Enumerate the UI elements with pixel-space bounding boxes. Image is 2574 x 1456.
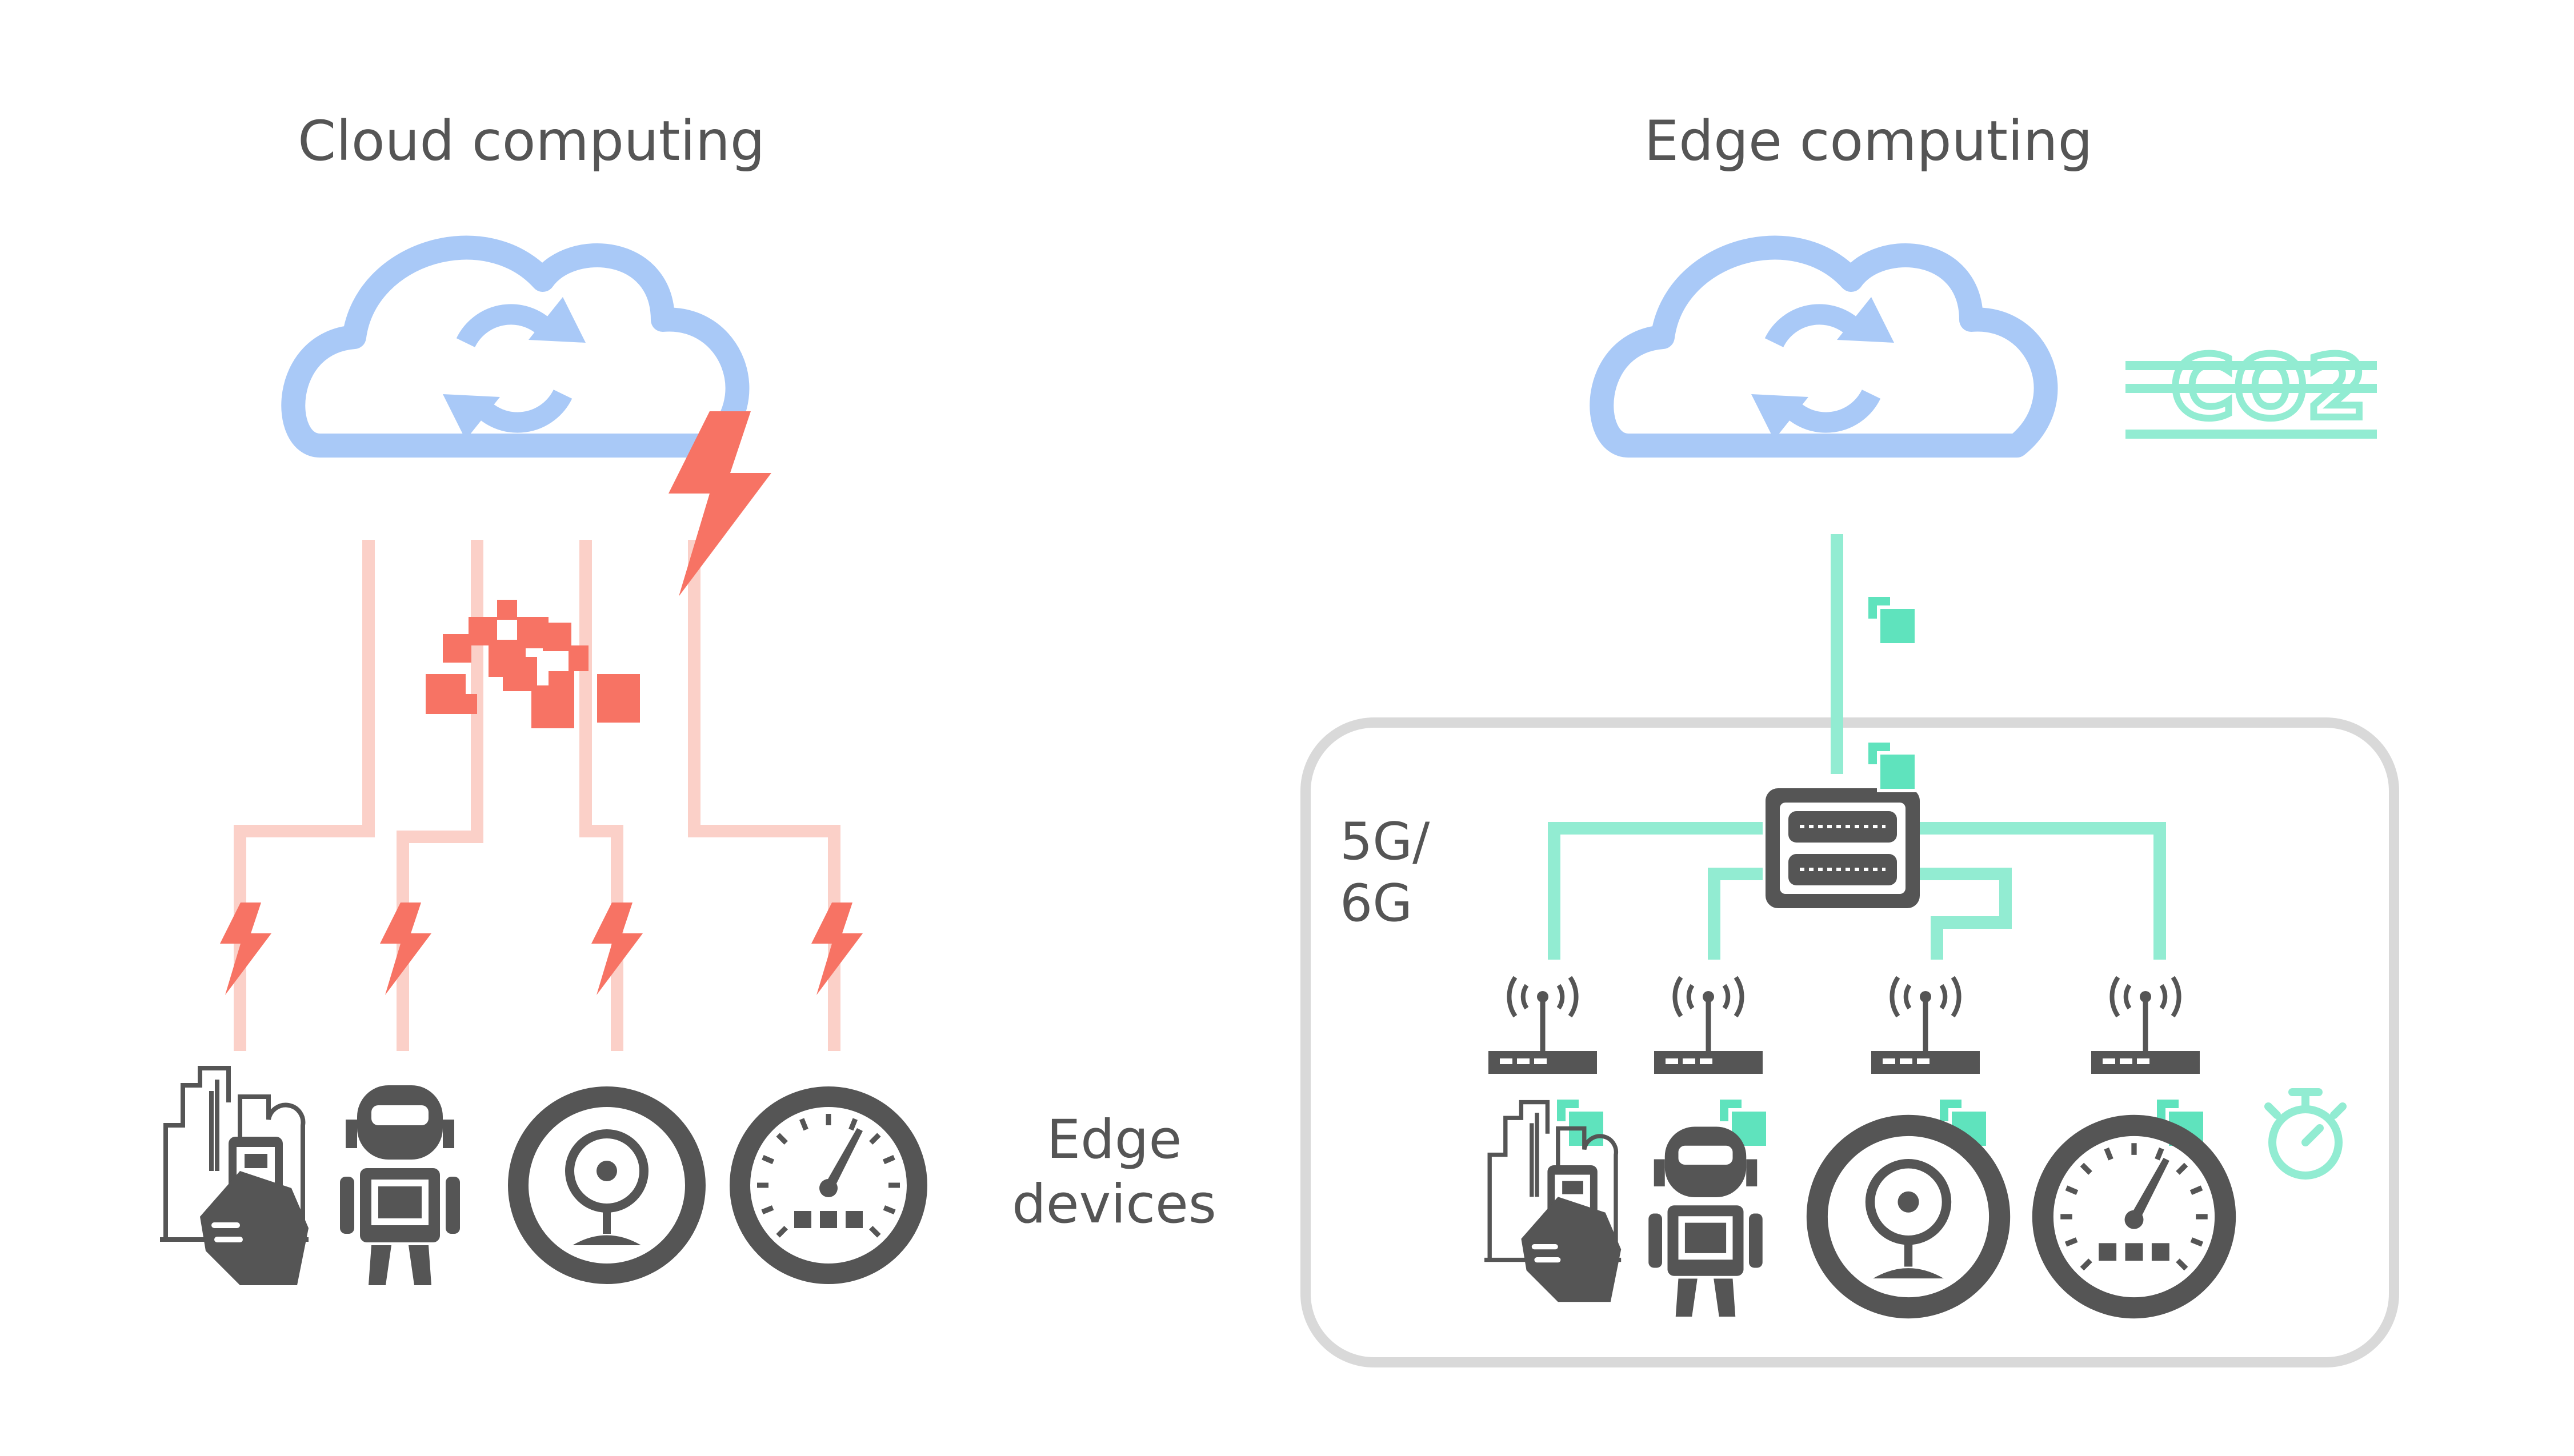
network-5g-6g-label: 5G/ 6G xyxy=(1340,811,1430,934)
gauge-icon xyxy=(740,1097,917,1274)
edge-network-frame xyxy=(1300,717,2399,1367)
edge-devices-label-line1: Edge xyxy=(1046,1109,1182,1171)
robot-icon xyxy=(340,1085,460,1285)
cloud-computing-title: Cloud computing xyxy=(298,109,765,173)
wireless-antenna-icon xyxy=(1871,977,1980,1074)
data-packet xyxy=(1868,743,1916,791)
network-label-line1: 5G/ xyxy=(1340,812,1430,872)
co2-emissions-icon: CO2 xyxy=(2125,335,2377,441)
link-to-tower-2 xyxy=(1708,868,1763,960)
wireless-antenna-icon xyxy=(2091,977,2200,1074)
cloud-sync-icon xyxy=(1602,248,2045,446)
link-lightning-icons xyxy=(220,903,863,995)
co2-label: CO2 xyxy=(2171,338,2367,438)
wireless-antenna-icon xyxy=(1654,977,1763,1074)
stopwatch-icon xyxy=(2264,1088,2347,1180)
edge-computing-title: Edge computing xyxy=(1644,109,2093,173)
camera-icon xyxy=(1817,1125,1999,1307)
smart-city-phone-icon xyxy=(160,1068,309,1285)
edge-devices-label-line2: devices xyxy=(1012,1173,1216,1236)
cloud-computing-panel xyxy=(160,248,917,1285)
camera-icon xyxy=(518,1097,695,1274)
robot-icon xyxy=(1648,1126,1763,1317)
link-to-tower-1 xyxy=(1548,822,1763,960)
edge-computing-panel: CO2 xyxy=(1300,248,2399,1367)
link-to-tower-4 xyxy=(1920,822,2166,960)
gauge-icon xyxy=(2043,1125,2225,1307)
wireless-antenna-icon xyxy=(1488,977,1597,1074)
cloud-sync-icon xyxy=(293,248,737,446)
link-to-tower-3 xyxy=(1920,868,2012,960)
cloud-to-device-links xyxy=(234,540,840,1051)
link-to-city xyxy=(234,540,375,1051)
data-packet xyxy=(1868,597,1916,645)
network-switch-icon xyxy=(1766,788,1920,908)
link-to-gauge xyxy=(688,540,840,1051)
congestion-data-cluster xyxy=(426,600,640,728)
link-to-camera xyxy=(579,540,623,1051)
network-label-line2: 6G xyxy=(1340,873,1413,933)
edge-devices-label: Edge devices xyxy=(971,1108,1257,1237)
data-packet xyxy=(1557,1100,1605,1148)
edge-links xyxy=(1548,534,2166,960)
link-to-robot xyxy=(397,540,483,1051)
